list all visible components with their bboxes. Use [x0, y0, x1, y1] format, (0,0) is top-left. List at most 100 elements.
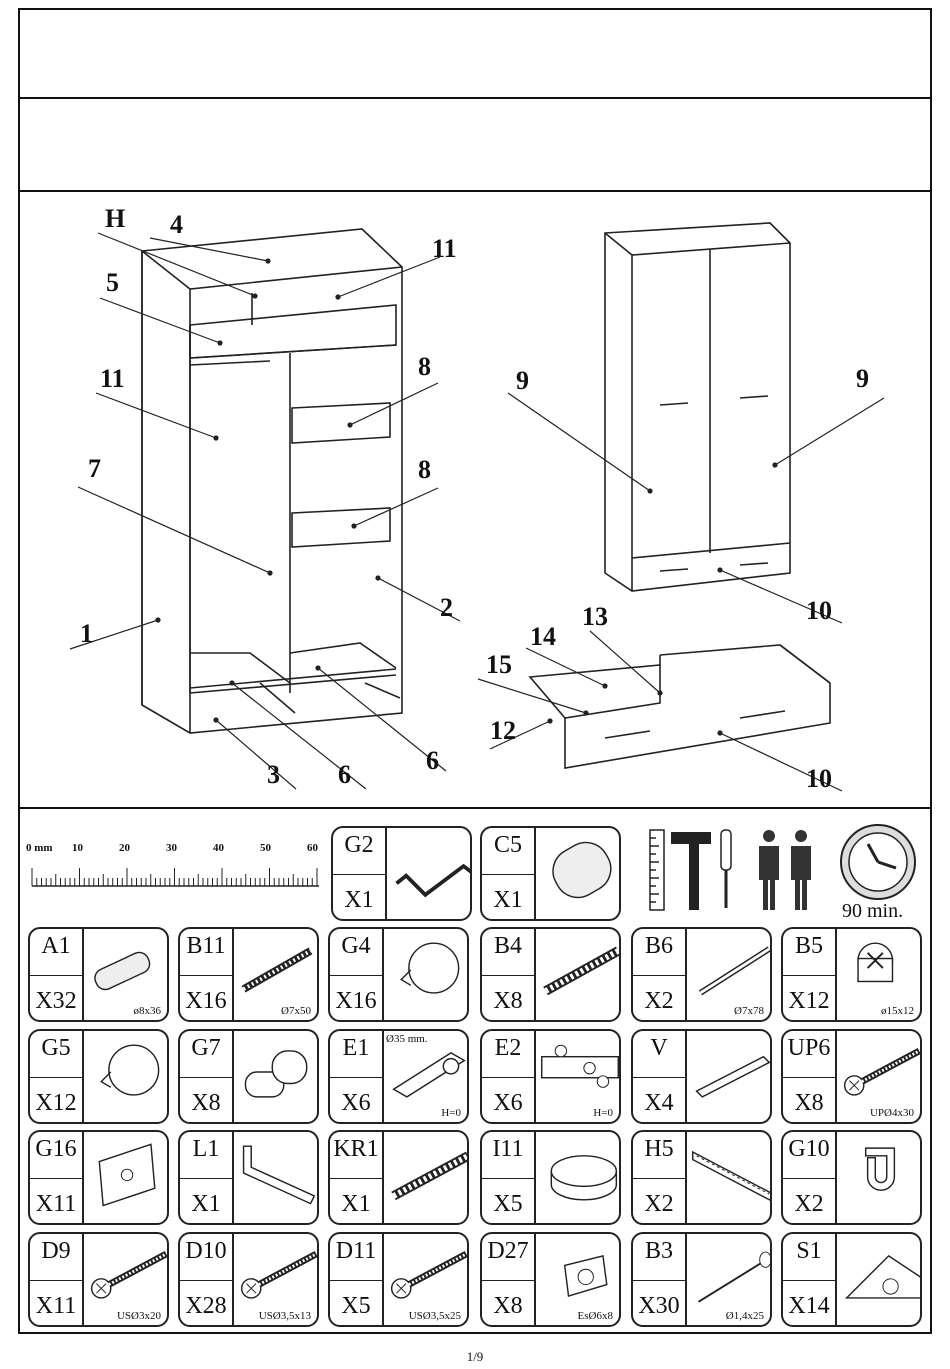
callout-9-right: 9 — [856, 364, 869, 393]
part-code: B4 — [493, 933, 522, 959]
part-quantity: X16 — [185, 987, 227, 1014]
part-code: D27 — [487, 1238, 529, 1264]
rod-icon — [698, 946, 770, 996]
tools-group — [649, 829, 811, 911]
part-code: E1 — [342, 1035, 370, 1061]
bracket-plate-icon — [98, 1143, 156, 1207]
hammer-icon — [671, 832, 711, 910]
callout-10-bottom: 10 — [806, 764, 832, 793]
dowel-icon — [552, 841, 612, 899]
measurement-ruler: 0 mm 10 20 30 40 50 60 — [26, 838, 326, 898]
part-code: A1 — [41, 933, 71, 959]
part-code: B5 — [794, 933, 823, 959]
callout-6-right: 6 — [426, 746, 439, 775]
part-spec: USØ3,5x25 — [408, 1310, 461, 1322]
part-code: G2 — [344, 832, 374, 858]
part-code: H5 — [644, 1136, 674, 1162]
callout-6-left: 6 — [338, 760, 351, 789]
part-quantity: X2 — [644, 1190, 674, 1217]
part-quantity: X12 — [788, 987, 830, 1014]
part-code: V — [650, 1035, 668, 1061]
callout-3: 3 — [267, 760, 280, 789]
part-spec: ø8x36 — [133, 1005, 162, 1017]
part-quantity: X8 — [794, 1089, 824, 1116]
part-spec: ø15x12 — [881, 1005, 914, 1017]
callout-15: 15 — [486, 650, 512, 679]
part-code: C5 — [493, 832, 522, 858]
part-code: S1 — [796, 1238, 822, 1264]
two-people-icon — [759, 830, 811, 910]
callout-H: H — [105, 204, 126, 233]
part-code: D10 — [185, 1238, 227, 1264]
part-code: G10 — [788, 1136, 830, 1162]
callout-14: 14 — [530, 622, 556, 651]
drawer-slide-icon — [692, 1150, 770, 1201]
ruler-label-60: 60 — [307, 842, 318, 854]
callout-11-side: 11 — [100, 364, 125, 393]
part-quantity: X5 — [341, 1292, 371, 1319]
part-quantity: X8 — [191, 1089, 221, 1116]
hinge-icon — [392, 1052, 466, 1098]
page-frame — [18, 8, 932, 1334]
screw-icon — [843, 1048, 920, 1096]
part-quantity: X11 — [35, 1292, 77, 1319]
allen-key-icon — [395, 863, 470, 898]
callout-8-upper: 8 — [418, 352, 431, 381]
part-code: G5 — [41, 1035, 71, 1061]
part-spec: H=0 — [441, 1107, 461, 1119]
part-code: G4 — [341, 933, 371, 959]
divider-title-top — [18, 97, 932, 99]
level-ruler-icon — [649, 829, 665, 911]
part-quantity: X12 — [35, 1089, 77, 1116]
angle-bracket-icon — [242, 1145, 316, 1205]
part-code: I11 — [492, 1136, 524, 1162]
divider-title-bottom — [18, 190, 932, 192]
part-spec: USØ3,5x13 — [258, 1310, 311, 1322]
part-quantity: X1 — [191, 1190, 221, 1217]
ruler-label-0: 0 mm — [26, 842, 53, 854]
part-spec: Ø7x78 — [734, 1005, 764, 1017]
ruler-label-10: 10 — [72, 842, 83, 854]
part-quantity: X6 — [341, 1089, 371, 1116]
screw-icon — [390, 1251, 467, 1299]
ruler-label-40: 40 — [213, 842, 224, 854]
part-code: L1 — [192, 1136, 220, 1162]
furniture-foot-icon — [550, 1155, 618, 1201]
screwdriver-icon — [720, 829, 732, 908]
nail-icon — [697, 1251, 770, 1303]
part-spec-top: Ø35 mm. — [386, 1033, 428, 1045]
part-quantity: X2 — [794, 1190, 824, 1217]
callout-9-left: 9 — [516, 366, 529, 395]
part-quantity: X5 — [493, 1190, 523, 1217]
wall-plug-icon — [563, 1254, 608, 1297]
ruler-scale — [31, 868, 319, 887]
screw-icon — [240, 1251, 317, 1299]
part-quantity: X8 — [493, 1292, 523, 1319]
assembly-time: 90 min. — [842, 900, 904, 922]
part-quantity: X16 — [335, 987, 377, 1014]
part-quantity: X11 — [35, 1190, 77, 1217]
hinge-plate-icon — [541, 1044, 619, 1088]
rail-holder-icon — [864, 1147, 896, 1191]
part-quantity: X1 — [493, 886, 523, 913]
part-spec: USØ3x20 — [116, 1310, 161, 1322]
